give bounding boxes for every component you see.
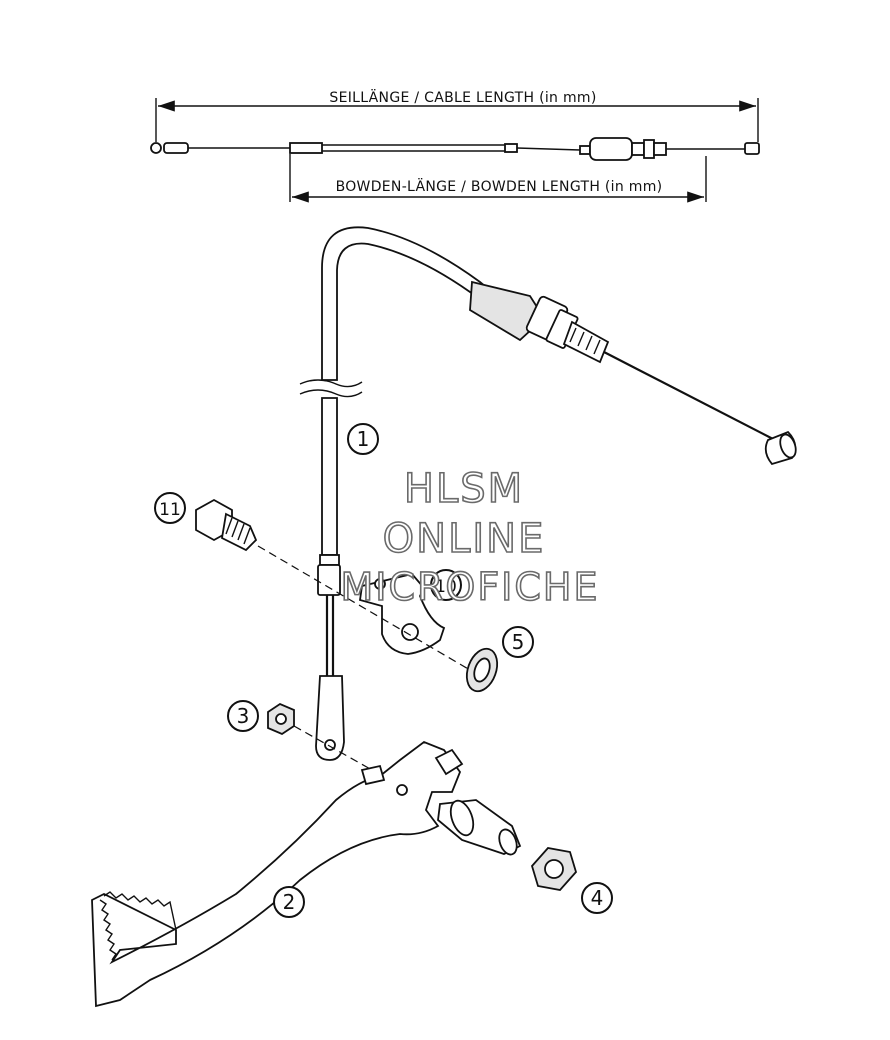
svg-text:1: 1: [357, 427, 370, 451]
watermark-line-3: MICROFICHE: [340, 565, 599, 609]
brake-cable: [299, 226, 797, 761]
callout-bracket: 10: [430, 569, 462, 601]
callout-small-nut: 3: [227, 700, 259, 732]
bolt: [195, 498, 258, 552]
svg-text:11: 11: [159, 500, 181, 520]
watermark-line-2: ONLINE: [383, 516, 546, 562]
callout-pedal: 2: [273, 886, 305, 918]
small-nut: [267, 702, 295, 736]
watermark-line-1: HLSM: [404, 466, 524, 512]
assembly-line-bolt: [257, 545, 471, 671]
svg-text:4: 4: [591, 886, 604, 910]
cable-length-dimension: SEILLÄNGE / CABLE LENGTH (in mm): [155, 88, 759, 142]
bracket: [358, 572, 446, 655]
bowden-length-label: BOWDEN-LÄNGE / BOWDEN LENGTH (in mm): [336, 177, 663, 195]
cable-length-label: SEILLÄNGE / CABLE LENGTH (in mm): [329, 88, 596, 106]
svg-text:5: 5: [512, 630, 525, 654]
watermark: HLSM ONLINE MICROFICHE: [340, 465, 599, 610]
bowden-length-dimension: BOWDEN-LÄNGE / BOWDEN LENGTH (in mm): [289, 154, 707, 203]
svg-text:3: 3: [237, 704, 250, 728]
callout-cable: 1: [347, 423, 379, 455]
svg-text:2: 2: [283, 890, 296, 914]
callout-bolt: 11: [154, 492, 186, 524]
callout-washer: 5: [502, 626, 534, 658]
cable-schematic: [150, 137, 760, 161]
brake-pedal: [91, 740, 522, 1008]
flange-nut: [530, 847, 578, 891]
lock-washer: [465, 647, 499, 693]
assembly-line-nut: [293, 725, 373, 771]
callout-flange-nut: 4: [581, 882, 613, 914]
svg-text:10: 10: [435, 577, 457, 597]
